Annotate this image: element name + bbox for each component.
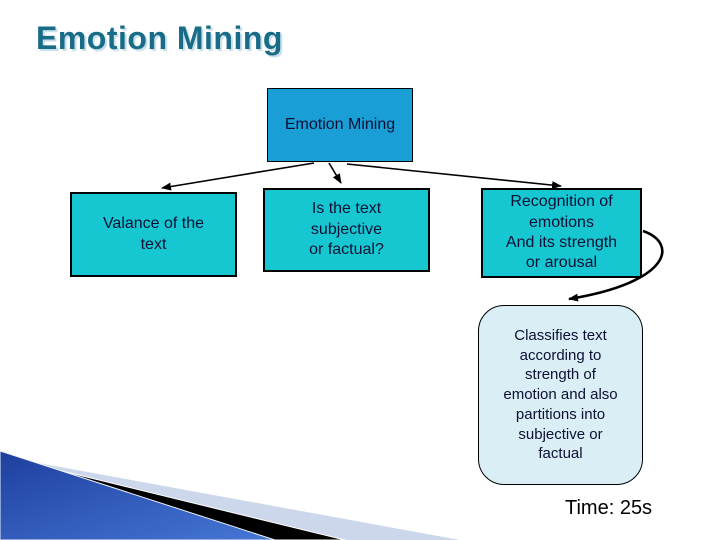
- node-recognition-of-emotions: Recognition of emotions And its strength…: [481, 188, 642, 278]
- time-label: Time: 25s: [565, 497, 653, 519]
- arrow-to-recognition: [346, 163, 562, 190]
- arrow-to-valance: [161, 162, 315, 191]
- node-root-emotion-mining: Emotion Mining: [267, 88, 413, 162]
- arrow-to-subjective: [328, 162, 342, 184]
- footer-stripe-lavender: [0, 456, 460, 540]
- node-subjective-or-factual: Is the text subjective or factual?: [263, 188, 430, 272]
- footer-stripe-black: [0, 455, 346, 540]
- node-valance-of-text: Valance of the text: [70, 192, 237, 277]
- footer-stripe-blue: [0, 450, 276, 540]
- slide-title: Emotion Mining: [36, 20, 283, 56]
- note-classifies-text: Classifies text according to strength of…: [478, 305, 643, 485]
